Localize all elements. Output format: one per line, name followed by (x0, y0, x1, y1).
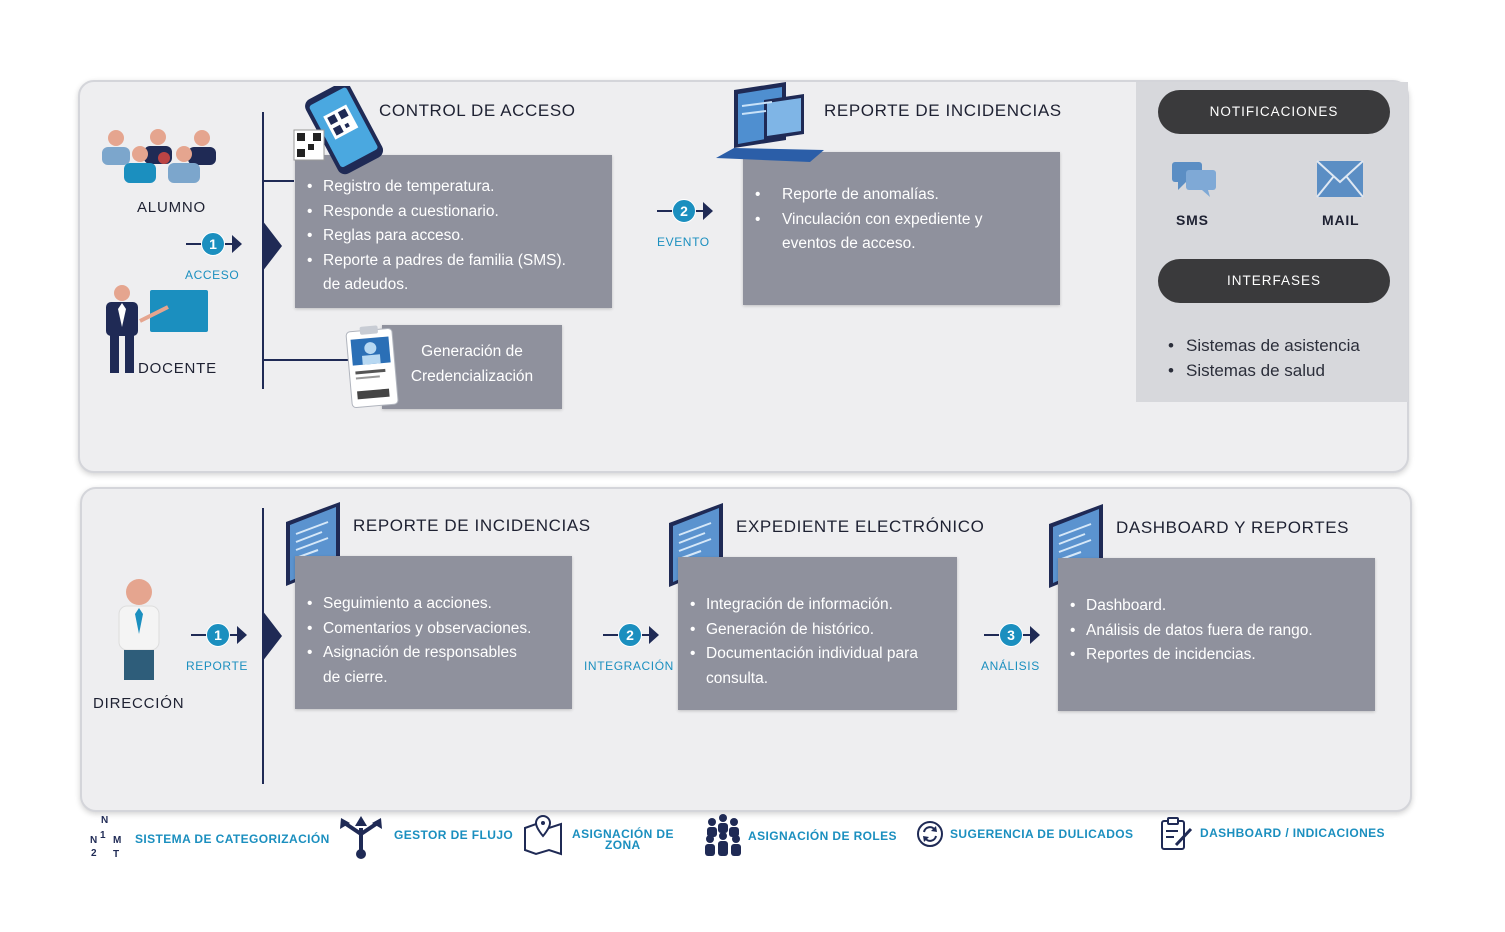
control-acceso-title: CONTROL DE ACCESO (379, 101, 576, 120)
role-docente: DOCENTE (138, 360, 217, 377)
control-item-5: de adeudos. (323, 276, 409, 293)
bottom-step-3-number: 3 (999, 623, 1023, 647)
top-incidencias-title: REPORTE DE INCIDENCIAS (824, 101, 1062, 120)
bottom-incidencias-box: Seguimiento a acciones. Comentarios y ob… (295, 556, 572, 709)
step-2-arrow: 2 (657, 199, 717, 223)
bottom-incidencias-title: REPORTE DE INCIDENCIAS (353, 516, 591, 535)
nm-icon: N N 1 M 2 T (90, 815, 122, 860)
step-1-arrow: 1 (186, 232, 246, 256)
top-bracket-branch-upper (262, 180, 294, 182)
control-item-4: Reporte a padres de familia (SMS). (295, 249, 612, 274)
interface-item: •Sistemas de asistencia (1168, 336, 1360, 355)
bottom-bracket-chevron (262, 610, 282, 662)
role-alumno: ALUMNO (137, 199, 206, 216)
notificaciones-pill: NOTIFICACIONES (1158, 90, 1390, 134)
workflow-split-icon (340, 816, 382, 859)
bottom-step-2-label: INTEGRACIÓN (584, 659, 674, 673)
teacher-icon (106, 285, 208, 373)
dashboard-edit-icon (1161, 817, 1193, 850)
top-bracket-branch-lower (262, 359, 348, 361)
top-incidencias-item-1: Reporte de anomalías. (743, 183, 1060, 208)
interfaces-list: •Sistemas de asistencia •Sistemas de sal… (1168, 333, 1360, 383)
control-item-1: Registro de temperatura. (295, 175, 612, 200)
sms-icon (1172, 162, 1216, 197)
expediente-box: Integración de información. Generación d… (678, 557, 957, 710)
map-pin-icon (524, 814, 562, 856)
bottom-incidencias-item-4: de cierre. (323, 668, 388, 686)
control-acceso-box: Registro de temperatura. Responde a cues… (295, 155, 612, 308)
legend-asignacion-zona-2: ZONA (605, 838, 641, 852)
credencial-line-2: Credencialización (410, 368, 534, 385)
expediente-item-2: Generación de histórico. (678, 618, 957, 643)
legend-sistema-categorizacion: SISTEMA DE CATEGORIZACIÓN (135, 832, 330, 846)
step-1-label: ACCESO (185, 268, 240, 282)
step-2-label: EVENTO (657, 235, 710, 249)
step-2-number: 2 (672, 199, 696, 223)
bottom-incidencias-item-2: Comentarios y observaciones. (295, 617, 572, 642)
mail-label: MAIL (1322, 212, 1360, 228)
dashboard-item-3: Reportes de incidencias. (1058, 643, 1375, 668)
expediente-item-4: consulta. (706, 669, 769, 687)
control-item-2: Responde a cuestionario. (295, 200, 612, 225)
bottom-step-3-label: ANÁLISIS (981, 659, 1040, 673)
dashboard-item-1: Dashboard. (1058, 594, 1375, 619)
bottom-step-1-label: REPORTE (186, 659, 248, 673)
dashboard-title: DASHBOARD Y REPORTES (1116, 518, 1350, 537)
id-card-icon (345, 325, 399, 409)
control-item-3: Reglas para acceso. (295, 224, 612, 249)
bottom-step-3-arrow: 3 (984, 623, 1044, 647)
role-direccion: DIRECCIÓN (93, 695, 185, 712)
notifications-sidebar (1136, 82, 1408, 402)
credencial-line-1: Generación de (421, 343, 523, 360)
students-group-icon (102, 129, 216, 183)
laptop-icon (716, 82, 824, 162)
expediente-item-1: Integración de información. (678, 593, 957, 618)
expediente-title: EXPEDIENTE ELECTRÓNICO (736, 517, 985, 536)
sms-label: SMS (1176, 212, 1209, 228)
bottom-step-2-number: 2 (618, 623, 642, 647)
bottom-incidencias-item-1: Seguimiento a acciones. (295, 592, 572, 617)
sync-duplicates-icon (917, 821, 943, 847)
expediente-item-3: Documentación individual para (678, 642, 957, 667)
step-1-number: 1 (201, 232, 225, 256)
mail-icon (1316, 160, 1364, 198)
bottom-incidencias-item-3: Asignación de responsables (295, 641, 572, 666)
legend-gestor-flujo: GESTOR DE FLUJO (394, 828, 514, 842)
credencial-box: Generación de Credencialización (382, 325, 562, 409)
bottom-step-1-arrow: 1 (191, 623, 251, 647)
dashboard-item-2: Análisis de datos fuera de rango. (1058, 619, 1375, 644)
legend-asignacion-zona-1: ASIGNACIÓN DE (572, 827, 674, 841)
interface-item: •Sistemas de salud (1168, 361, 1325, 380)
director-icon (118, 579, 160, 680)
top-incidencias-box: Reporte de anomalías. Vinculación con ex… (743, 152, 1060, 305)
bottom-step-2-arrow: 2 (603, 623, 663, 647)
phone-qr-icon (293, 86, 384, 175)
legend-sugerencia-duplicados: SUGERENCIA DE DULICADOS (950, 827, 1134, 841)
legend-asignacion-roles: ASIGNACIÓN DE ROLES (748, 829, 897, 843)
dashboard-box: Dashboard. Análisis de datos fuera de ra… (1058, 558, 1375, 711)
interfases-pill: INTERFASES (1158, 259, 1390, 303)
roles-people-icon (705, 814, 741, 856)
top-incidencias-item-2: Vinculación con expediente y (743, 208, 1060, 233)
top-bracket-chevron (262, 220, 282, 272)
bottom-step-1-number: 1 (206, 623, 230, 647)
legend-dashboard-indicaciones: DASHBOARD / INDICACIONES (1200, 826, 1385, 840)
top-incidencias-item-3: eventos de acceso. (782, 235, 916, 252)
